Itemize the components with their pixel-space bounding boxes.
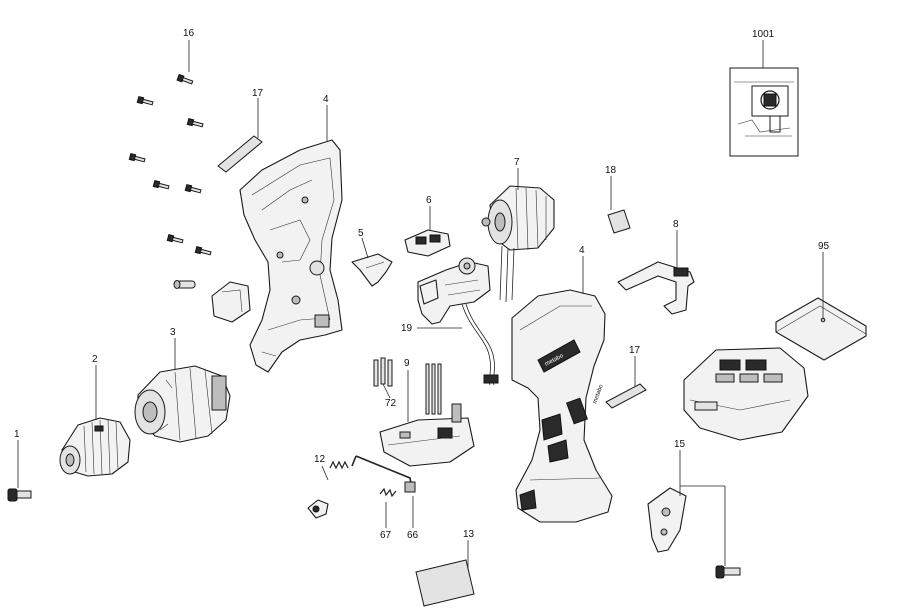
switch-cover-6 bbox=[404, 229, 451, 257]
callout-95: 95 bbox=[818, 241, 830, 252]
bit-holder-15 bbox=[647, 487, 687, 553]
contact-rods-72 bbox=[373, 357, 393, 387]
direction-switch-5 bbox=[351, 253, 393, 287]
chuck-2 bbox=[59, 417, 131, 477]
callout-13: 13 bbox=[463, 529, 475, 540]
pad-18 bbox=[607, 209, 631, 234]
electronics-board-9 bbox=[379, 363, 475, 467]
screw-set-16 bbox=[128, 73, 212, 256]
callout-19: 19 bbox=[401, 323, 413, 334]
callout-1001: 1001 bbox=[752, 29, 775, 40]
callout-17-left: 17 bbox=[252, 88, 264, 99]
callout-15: 15 bbox=[674, 439, 686, 450]
callout-5: 5 bbox=[358, 228, 364, 239]
screw-1 bbox=[7, 488, 32, 502]
battery-cover-95 bbox=[775, 297, 867, 361]
callout-67: 67 bbox=[380, 530, 392, 541]
trigger-switch bbox=[417, 257, 491, 325]
callout-4-right: 4 bbox=[579, 245, 585, 256]
bracket-66 bbox=[351, 455, 416, 493]
callout-8: 8 bbox=[673, 219, 679, 230]
callout-9: 9 bbox=[404, 358, 410, 369]
callout-3: 3 bbox=[170, 327, 176, 338]
wire-harness-19 bbox=[461, 303, 499, 386]
callout-4-left: 4 bbox=[323, 94, 329, 105]
gearbox-3 bbox=[134, 365, 231, 443]
callout-2: 2 bbox=[92, 354, 98, 365]
motor-7 bbox=[481, 185, 555, 303]
housing-side-logo: metabo bbox=[592, 383, 605, 404]
callout-72: 72 bbox=[385, 398, 397, 409]
screw-15 bbox=[715, 565, 741, 579]
label-strip-17-right bbox=[605, 383, 647, 409]
label-plate-13 bbox=[415, 559, 475, 607]
clip-block bbox=[211, 281, 251, 323]
battery-pack bbox=[683, 347, 809, 441]
callout-17-right: 17 bbox=[629, 345, 641, 356]
schematic-1001 bbox=[729, 67, 799, 157]
housing-half-right: metabo metabo bbox=[511, 289, 613, 523]
spring-clip bbox=[307, 499, 329, 519]
callout-1: 1 bbox=[14, 429, 20, 440]
callout-16: 16 bbox=[183, 28, 195, 39]
callout-7: 7 bbox=[514, 157, 520, 168]
spring-67 bbox=[379, 487, 397, 498]
label-strip-17-left bbox=[217, 135, 263, 173]
pin bbox=[173, 280, 196, 289]
belt-hook-8 bbox=[617, 261, 695, 315]
spring-12 bbox=[329, 460, 349, 470]
callout-12: 12 bbox=[314, 454, 326, 465]
housing-half-left bbox=[239, 139, 343, 373]
callout-18: 18 bbox=[605, 165, 617, 176]
callout-6: 6 bbox=[426, 195, 432, 206]
callout-66: 66 bbox=[407, 530, 419, 541]
